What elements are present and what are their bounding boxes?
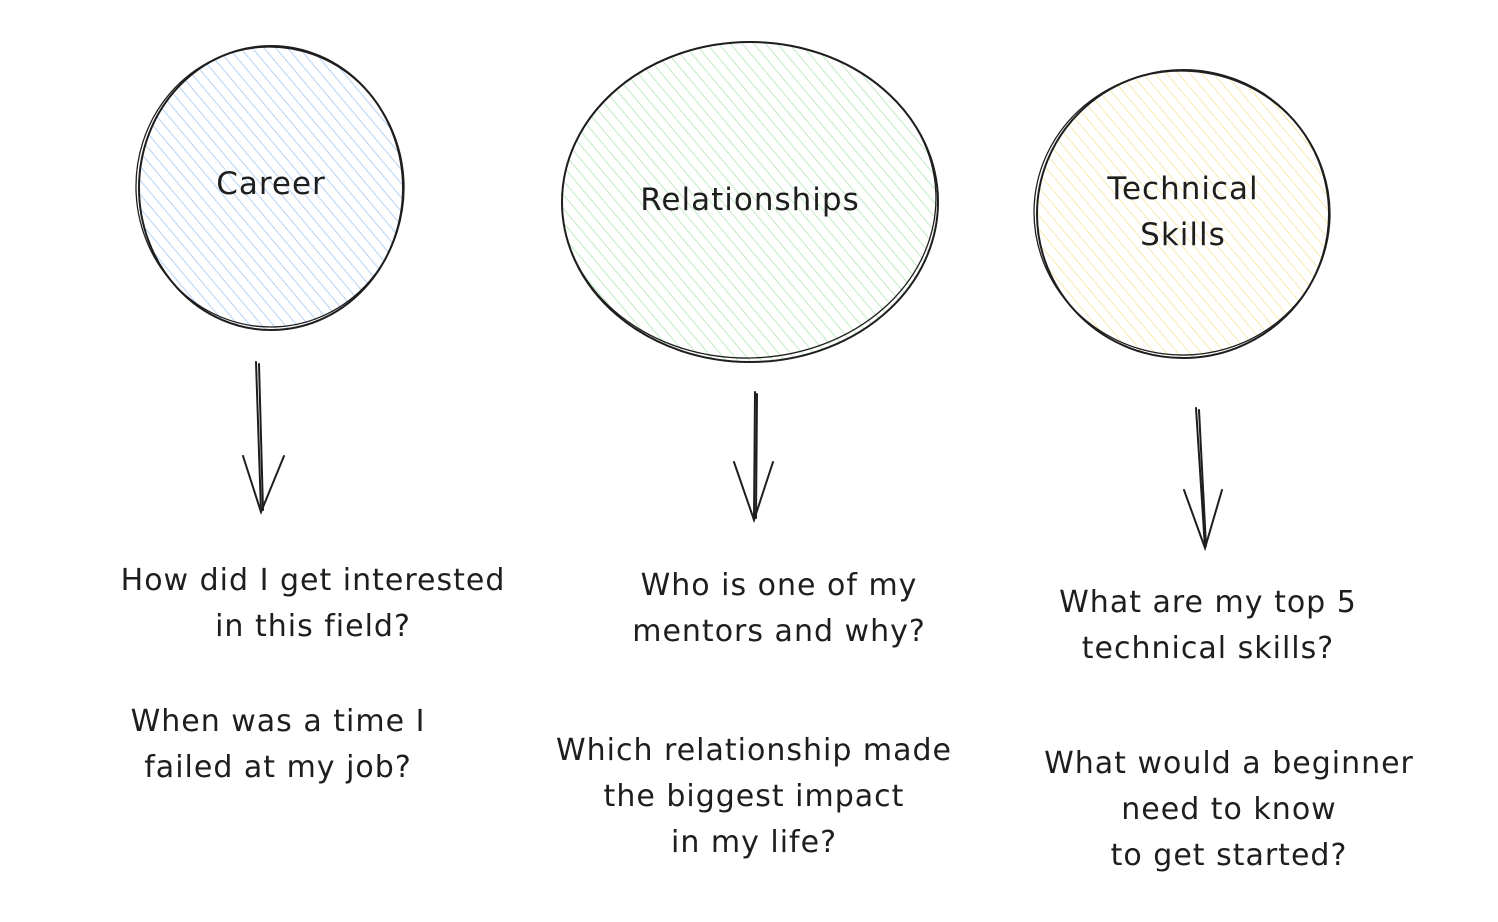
career-node[interactable] <box>129 40 411 334</box>
relationships-question-1: Who is one of my mentors and why? <box>632 568 926 649</box>
relationships-question-2: Which relationship made the biggest impa… <box>555 733 953 860</box>
career-question-2: When was a time I failed at my job? <box>130 704 426 785</box>
technical-skills-circle <box>1036 69 1330 359</box>
relationships-arrow <box>733 391 774 524</box>
career-circle-sketch <box>135 46 405 328</box>
relationships-circle-sketch <box>561 41 937 359</box>
career-circle <box>138 45 404 331</box>
career-question-1: How did I get interested in this field? <box>120 563 506 644</box>
career-label: Career <box>216 166 326 202</box>
technical-skills-circle-sketch <box>1033 70 1331 356</box>
relationships-label: Relationships <box>640 182 860 218</box>
technical-skills-arrow <box>1183 407 1223 552</box>
technical-skills-label: Technical Skills <box>1107 171 1259 253</box>
technical-skills-node[interactable] <box>1024 61 1339 365</box>
technical-skills-question-1: What are my top 5 technical skills? <box>1059 585 1357 666</box>
career-arrow <box>242 361 285 515</box>
relationships-node[interactable] <box>557 36 942 365</box>
technical-skills-question-2: What would a beginner need to know to ge… <box>1044 746 1414 873</box>
